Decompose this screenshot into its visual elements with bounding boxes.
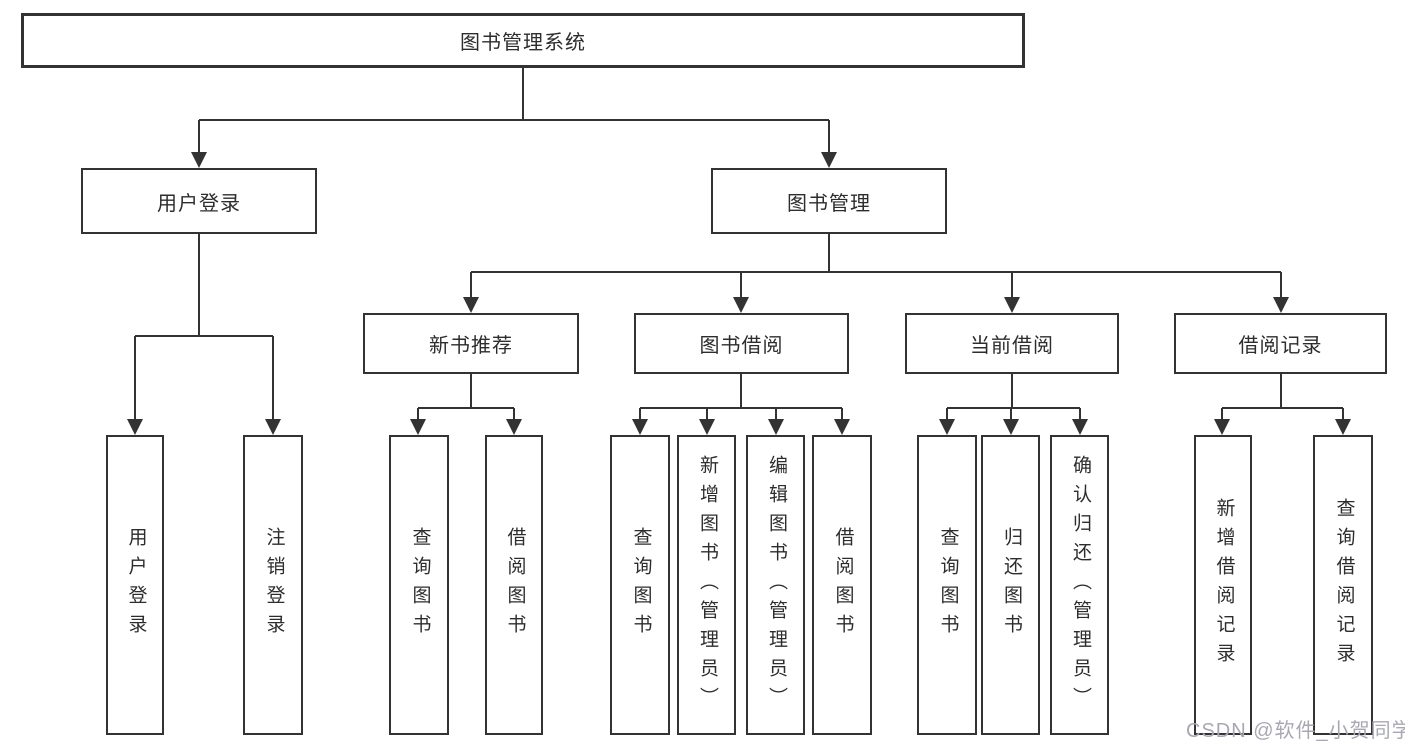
node-borrow-books-recommend: 借阅图书	[485, 435, 543, 735]
node-confirm-return-admin: 确认归还（管理员）	[1050, 435, 1109, 735]
arrowhead-down-icon	[1273, 297, 1289, 313]
arrowhead-down-icon	[699, 419, 715, 435]
node-login: 用户登录	[106, 435, 164, 735]
arrowhead-down-icon	[632, 419, 648, 435]
node-return-books-label: 归还图书	[1000, 527, 1022, 643]
node-borrow-records: 借阅记录	[1174, 313, 1387, 374]
arrowhead-down-icon	[939, 419, 955, 435]
arrowhead-down-icon	[834, 419, 850, 435]
node-edit-books-admin: 编辑图书（管理员）	[746, 435, 805, 735]
node-book-management-branch-label: 图书管理	[787, 192, 871, 215]
arrowhead-down-icon	[1004, 297, 1020, 313]
node-borrow-records-label: 借阅记录	[1238, 335, 1323, 357]
node-system-root-label: 图书管理系统	[460, 32, 586, 54]
node-borrow-books: 借阅图书	[812, 435, 872, 735]
node-borrow-books-label: 借阅图书	[832, 527, 854, 643]
arrowhead-down-icon	[265, 419, 281, 435]
node-search-books-borrow: 查询图书	[610, 435, 670, 735]
arrowhead-down-icon	[1335, 419, 1351, 435]
node-add-borrow-record-label: 新增借阅记录	[1213, 498, 1235, 672]
arrowhead-down-icon	[191, 152, 207, 168]
node-new-book-recommend-label: 新书推荐	[429, 335, 513, 357]
arrowhead-down-icon	[506, 419, 522, 435]
node-search-books-current: 查询图书	[917, 435, 977, 735]
node-search-books-current-label: 查询图书	[937, 527, 959, 643]
node-book-borrowing: 图书借阅	[634, 313, 849, 374]
node-edit-books-admin-label: 编辑图书（管理员）	[765, 454, 787, 716]
arrowhead-down-icon	[1072, 419, 1088, 435]
node-confirm-return-admin-label: 确认归还（管理员）	[1069, 454, 1091, 716]
node-user-login-branch-label: 用户登录	[157, 192, 241, 215]
node-logout-label: 注销登录	[263, 527, 285, 643]
node-search-books-borrow-label: 查询图书	[630, 527, 652, 643]
node-query-borrow-record-label: 查询借阅记录	[1333, 498, 1355, 672]
node-login-label: 用户登录	[125, 527, 147, 643]
node-logout: 注销登录	[243, 435, 303, 735]
node-return-books: 归还图书	[981, 435, 1040, 735]
node-search-books-recommend: 查询图书	[389, 435, 449, 735]
node-borrow-books-recommend-label: 借阅图书	[504, 527, 526, 643]
node-current-borrowing-label: 当前借阅	[970, 335, 1054, 357]
node-user-login-branch: 用户登录	[81, 168, 317, 234]
arrowhead-down-icon	[1003, 419, 1019, 435]
node-add-books-admin-label: 新增图书（管理员）	[696, 454, 718, 716]
node-add-books-admin: 新增图书（管理员）	[677, 435, 736, 735]
arrowhead-down-icon	[768, 419, 784, 435]
node-system-root: 图书管理系统	[21, 13, 1025, 68]
node-current-borrowing: 当前借阅	[905, 313, 1119, 374]
csdn-watermark: CSDN @软件_小贺同学	[1186, 720, 1405, 742]
node-book-management-branch: 图书管理	[711, 168, 947, 234]
arrowhead-down-icon	[463, 297, 479, 313]
node-search-books-recommend-label: 查询图书	[409, 527, 431, 643]
arrowhead-down-icon	[127, 419, 143, 435]
node-book-borrowing-label: 图书借阅	[699, 335, 784, 357]
arrowhead-down-icon	[821, 152, 837, 168]
arrowhead-down-icon	[1214, 419, 1230, 435]
node-query-borrow-record: 查询借阅记录	[1313, 435, 1373, 735]
node-new-book-recommend: 新书推荐	[363, 313, 579, 374]
arrowhead-down-icon	[733, 297, 749, 313]
arrowhead-down-icon	[410, 419, 426, 435]
node-add-borrow-record: 新增借阅记录	[1194, 435, 1252, 735]
